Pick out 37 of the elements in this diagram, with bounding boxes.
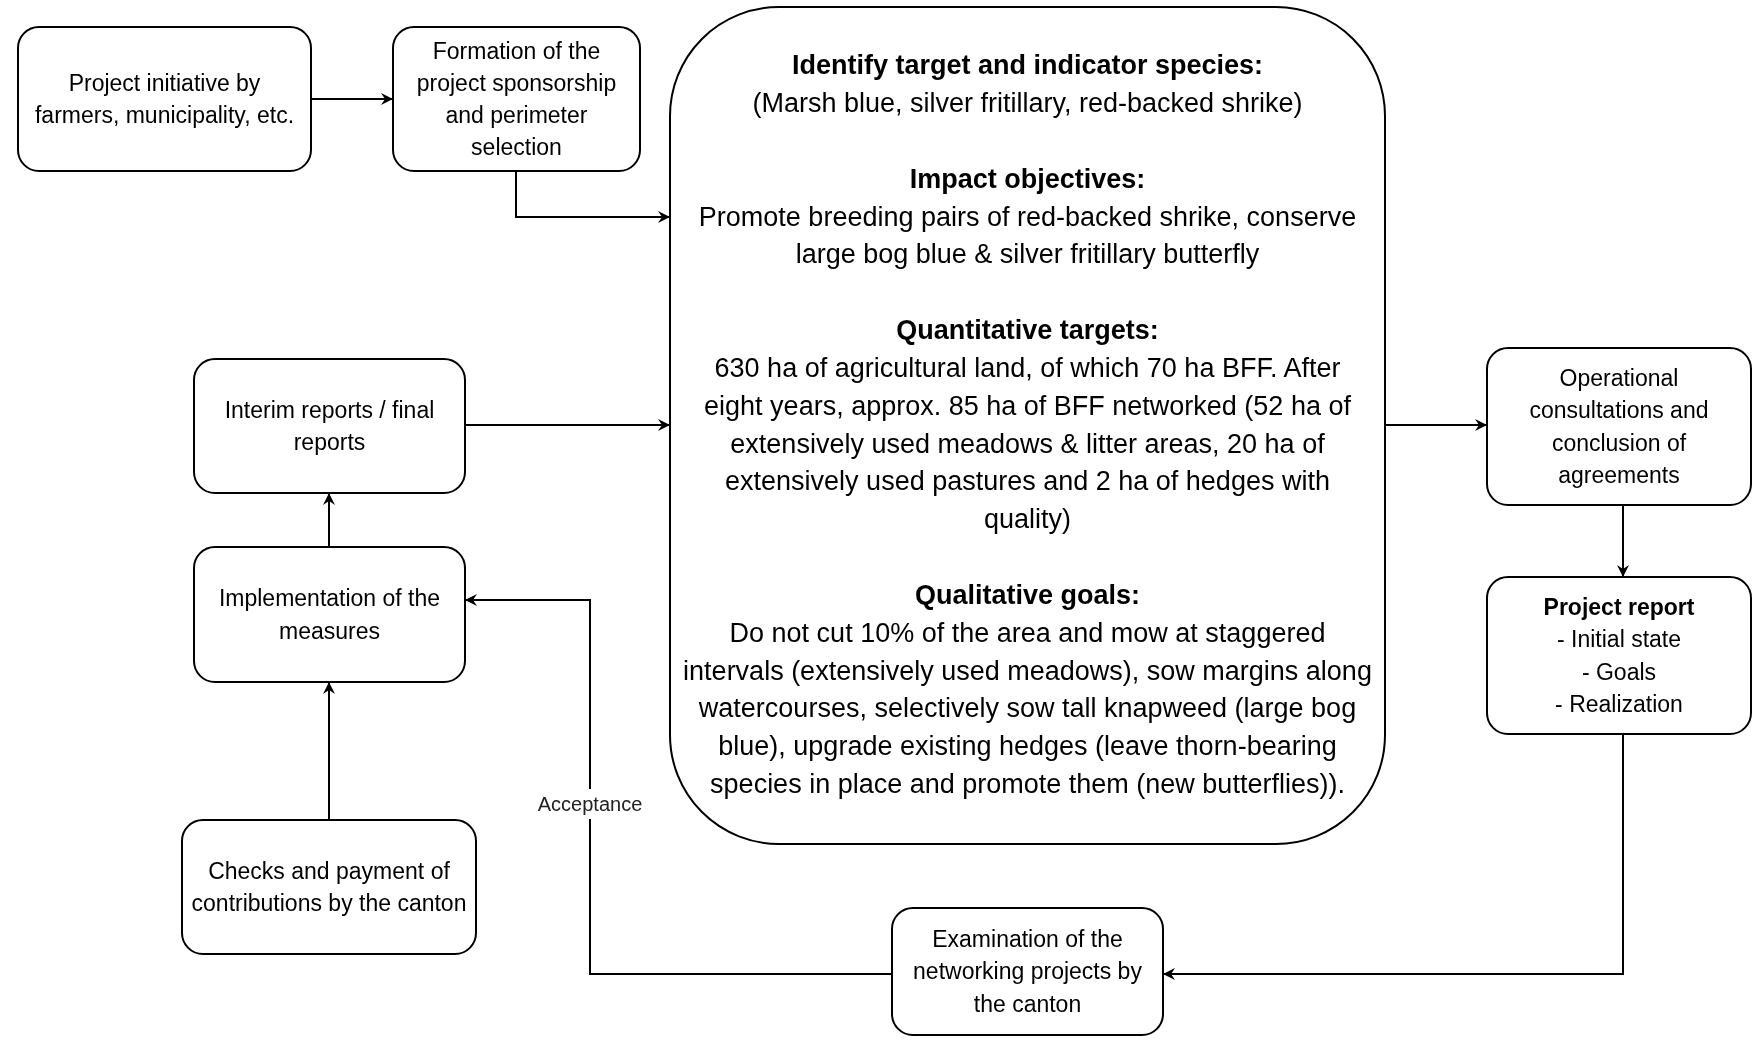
heading-text: Project report <box>1543 593 1695 623</box>
process-box <box>193 358 466 494</box>
heading-text: Impact objectives: <box>909 162 1146 196</box>
heading-text: Identify target and indicator species: <box>791 49 1264 83</box>
process-box <box>1486 347 1752 506</box>
arrow <box>1617 505 1629 577</box>
heading-text: Qualitative goals: <box>914 579 1141 612</box>
heading-text: Quantitative targets: <box>896 314 1159 348</box>
process-box <box>193 546 466 683</box>
arrow <box>323 493 335 547</box>
body-text: Do not cut 10% of the area and mow at staggered intervals (extensively used meadows), sow margins along watercourses, selectively sow tall knapweed (large bog blue), upgrade existing hedges (leave thorn-bearing species in place and promote them (new butterflies)). <box>683 616 1372 801</box>
arrow <box>1163 734 1624 980</box>
body-text: 630 ha of agricultural land, of which 70 ha BFF. After eight years, approx. 85 ha of BFF networked (52 ha of extensively used meadows & litter areas, 20 ha of extensively used pastures and 2 ha of hedges with quality) <box>703 352 1352 537</box>
rounded-process-box <box>669 6 1386 845</box>
body-text: Checks and payment of contributions by the canton <box>191 856 467 918</box>
body-text: Project initiative by farmers, municipality, etc. <box>34 68 295 130</box>
body-text: - Realization <box>1555 689 1683 719</box>
body-text: - Goals <box>1581 657 1657 687</box>
process-box <box>891 907 1164 1036</box>
body-text: Interim reports / final reports <box>223 395 436 457</box>
process-box <box>1486 576 1752 735</box>
body-text: Promote breeding pairs of red-backed shrike, conserve large bog blue & silver fritillary butterfly <box>697 200 1358 272</box>
process-box <box>392 26 641 172</box>
process-box <box>17 26 312 172</box>
body-text: Examination of the networking projects by the canton <box>912 925 1143 1019</box>
arrow <box>515 171 670 223</box>
body-text: - Initial state <box>1557 625 1681 655</box>
arrow <box>323 682 335 820</box>
body-text: Formation of the project sponsorship and perimeter selection <box>415 36 618 163</box>
arrow <box>311 93 393 105</box>
arrow <box>465 594 892 975</box>
arrow <box>465 419 670 431</box>
arrow <box>1385 419 1487 431</box>
process-box <box>181 819 477 955</box>
body-text: Operational consultations and conclusion of agreements <box>1528 364 1710 490</box>
body-text: (Marsh blue, silver fritillary, red-backed shrike) <box>752 87 1303 120</box>
body-text: Implementation of the measures <box>217 584 442 646</box>
